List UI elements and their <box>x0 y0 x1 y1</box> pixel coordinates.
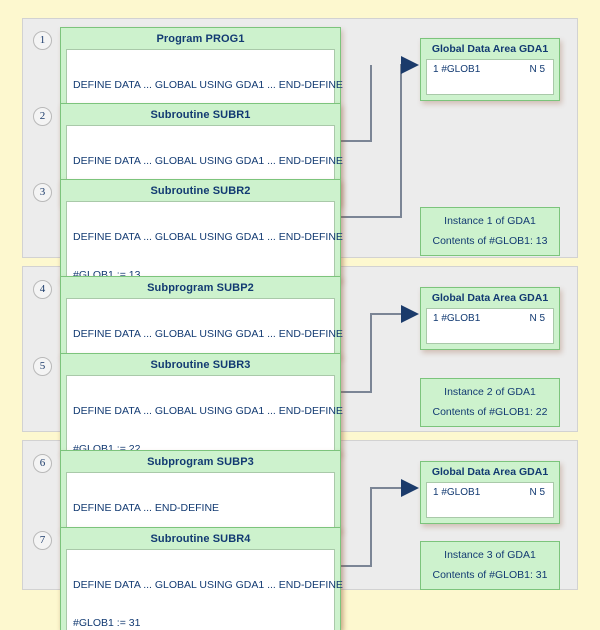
step-number-3: 3 <box>33 183 52 202</box>
module-code: DEFINE DATA ... GLOBAL USING GDA1 ... EN… <box>66 549 343 630</box>
instance-contents: Contents of #GLOB1: 31 <box>432 569 548 581</box>
gda-title: Global Data Area GDA1 <box>431 466 549 478</box>
global-data-area-gda1-instance-2[interactable]: Global Data Area GDA1 1 #GLOB1 N 5 <box>420 287 560 350</box>
module-title: Subroutine SUBR1 <box>150 109 251 121</box>
step-number-6: 6 <box>33 454 52 473</box>
gda-field-type: N 5 <box>529 64 545 75</box>
module-title: Subroutine SUBR3 <box>150 359 251 371</box>
module-title: Subprogram SUBP2 <box>147 282 254 294</box>
global-data-area-gda1-instance-3[interactable]: Global Data Area GDA1 1 #GLOB1 N 5 <box>420 461 560 524</box>
instance-label: Instance 3 of GDA1 <box>444 549 536 561</box>
code-line: DEFINE DATA ... GLOBAL USING GDA1 ... EN… <box>73 405 343 417</box>
module-subroutine-subr4[interactable]: Subroutine SUBR4 DEFINE DATA ... GLOBAL … <box>60 527 343 630</box>
code-line: DEFINE DATA ... GLOBAL USING GDA1 ... EN… <box>73 79 343 91</box>
module-title: Program PROG1 <box>156 33 245 45</box>
step-number-5: 5 <box>33 357 52 376</box>
gda-title: Global Data Area GDA1 <box>431 292 549 304</box>
gda-field-name: 1 #GLOB1 <box>433 313 481 324</box>
code-line: DEFINE DATA ... GLOBAL USING GDA1 ... EN… <box>73 155 343 167</box>
gda-field-row: 1 #GLOB1 N 5 <box>426 308 554 344</box>
code-line: #GLOB1 := 31 <box>73 616 141 629</box>
step-number-7: 7 <box>33 531 52 550</box>
gda-field-type: N 5 <box>529 313 545 324</box>
code-line: DEFINE DATA ... GLOBAL USING GDA1 ... EN… <box>73 579 343 591</box>
code-line: DEFINE DATA ... GLOBAL USING GDA1 ... EN… <box>73 328 343 340</box>
gda-field-row: 1 #GLOB1 N 5 <box>426 482 554 518</box>
instance-box-2: Instance 2 of GDA1 Contents of #GLOB1: 2… <box>420 378 560 427</box>
module-title: Subprogram SUBP3 <box>147 456 254 468</box>
step-number-1: 1 <box>33 31 52 50</box>
module-title: Subroutine SUBR2 <box>150 185 251 197</box>
instance-box-3: Instance 3 of GDA1 Contents of #GLOB1: 3… <box>420 541 560 590</box>
instance-contents: Contents of #GLOB1: 22 <box>432 406 548 418</box>
gda-field-row: 1 #GLOB1 N 5 <box>426 59 554 95</box>
global-data-area-gda1-instance-1[interactable]: Global Data Area GDA1 1 #GLOB1 N 5 <box>420 38 560 101</box>
gda-title: Global Data Area GDA1 <box>431 43 549 55</box>
gda-field-name: 1 #GLOB1 <box>433 64 481 75</box>
module-title: Subroutine SUBR4 <box>150 533 251 545</box>
gda-field-name: 1 #GLOB1 <box>433 487 481 498</box>
gda-field-type: N 5 <box>529 487 545 498</box>
instance-label: Instance 2 of GDA1 <box>444 386 536 398</box>
step-number-4: 4 <box>33 280 52 299</box>
instance-box-1: Instance 1 of GDA1 Contents of #GLOB1: 1… <box>420 207 560 256</box>
step-number-2: 2 <box>33 107 52 126</box>
code-line: DEFINE DATA ... GLOBAL USING GDA1 ... EN… <box>73 231 343 243</box>
instance-contents: Contents of #GLOB1: 13 <box>432 235 548 247</box>
instance-label: Instance 1 of GDA1 <box>444 215 536 227</box>
code-line: DEFINE DATA ... END-DEFINE <box>73 502 220 514</box>
